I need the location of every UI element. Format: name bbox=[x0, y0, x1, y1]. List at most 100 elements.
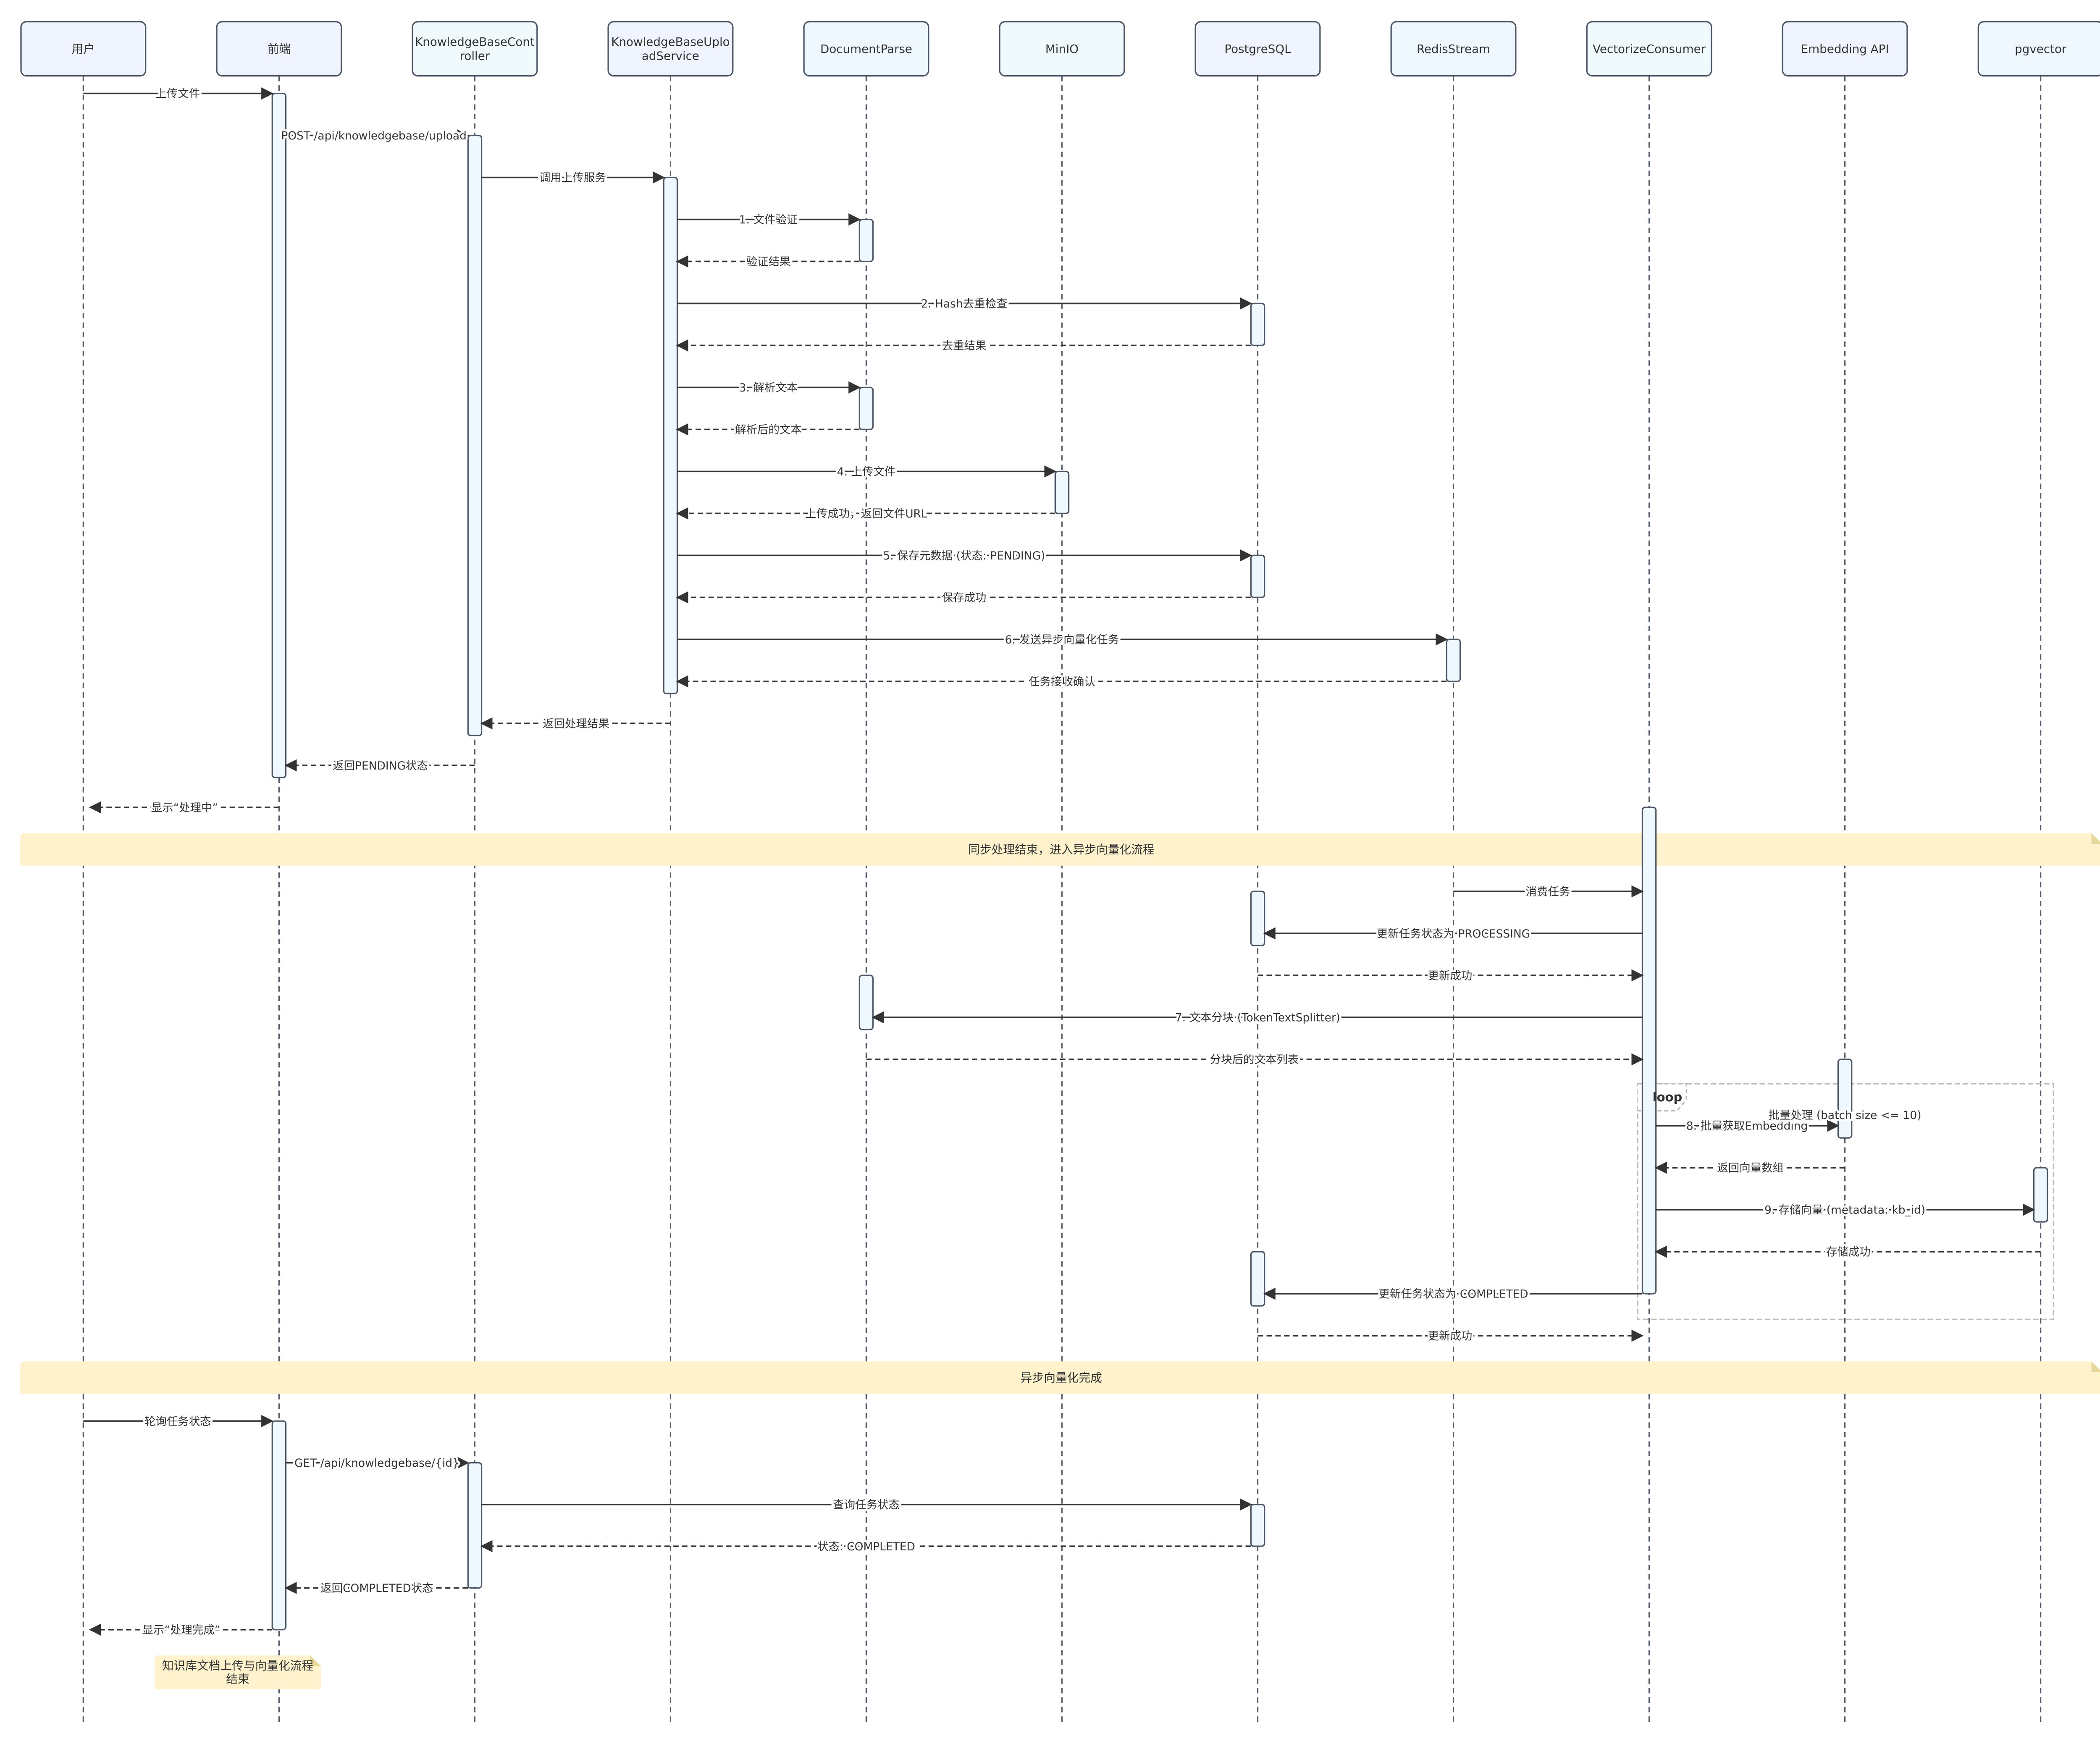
message-label: 2. Hash去重检查 bbox=[921, 297, 1007, 310]
message-5[interactable]: 2. Hash去重检查 bbox=[677, 295, 1252, 313]
message-label: 6. 发送异步向量化任务 bbox=[1005, 633, 1119, 646]
message-3[interactable]: 1. 文件验证 bbox=[677, 211, 861, 229]
message-25[interactable]: 9. 存储向量 (metadata: kb_id) bbox=[1656, 1202, 2035, 1219]
activation-bar bbox=[1250, 554, 1265, 598]
message-label: 调用上传服务 bbox=[539, 171, 606, 184]
participant-box bbox=[607, 21, 734, 77]
message-label: 3. 解析文本 bbox=[739, 381, 798, 394]
message-13[interactable]: 6. 发送异步向量化任务 bbox=[677, 631, 1448, 649]
message-14[interactable]: 任务接收确认 bbox=[676, 673, 1447, 691]
message-0[interactable]: 上传文件 bbox=[83, 85, 274, 102]
message-label: 更新成功 bbox=[1428, 1330, 1473, 1343]
participant-vectorize-consumer[interactable]: VectorizeConsumer bbox=[1586, 21, 1712, 77]
message-19[interactable]: 更新任务状态为 PROCESSING bbox=[1263, 925, 1643, 943]
message-28[interactable]: 更新成功 bbox=[1257, 1328, 1644, 1345]
participant-label: DocumentParse bbox=[820, 42, 912, 56]
message-label: 查询任务状态 bbox=[833, 1498, 900, 1511]
message-label: 返回PENDING状态 bbox=[333, 759, 428, 772]
message-34[interactable]: 显示“处理完成” bbox=[89, 1622, 273, 1639]
participant-label: PostgreSQL bbox=[1224, 42, 1291, 56]
message-10[interactable]: 上传成功，返回文件URL bbox=[676, 505, 1055, 523]
message-9[interactable]: 4. 上传文件 bbox=[677, 463, 1057, 481]
message-label: 返回向量数组 bbox=[1717, 1162, 1784, 1175]
message-33[interactable]: 返回COMPLETED状态 bbox=[284, 1580, 468, 1597]
participant-label: KnowledgeBaseUplo bbox=[611, 35, 730, 49]
activation-bar bbox=[467, 1462, 483, 1589]
message-label: 返回COMPLETED状态 bbox=[320, 1582, 433, 1595]
participant-frontend[interactable]: 前端 bbox=[216, 21, 342, 77]
participant-embedding-api[interactable]: Embedding API bbox=[1782, 21, 1908, 77]
note-fold-icon bbox=[2091, 833, 2100, 844]
activation-bar bbox=[1641, 806, 1657, 1295]
message-24[interactable]: 返回向量数组 bbox=[1654, 1160, 1845, 1177]
note-box bbox=[20, 833, 2100, 866]
message-label: GET /api/knowledgebase/{id} bbox=[294, 1457, 459, 1470]
message-12[interactable]: 保存成功 bbox=[676, 589, 1251, 607]
activation-bar bbox=[467, 134, 483, 736]
message-label: 5. 保存元数据 (状态: PENDING) bbox=[883, 549, 1045, 562]
message-20[interactable]: 更新成功 bbox=[1257, 967, 1644, 985]
participant-minio[interactable]: MinIO bbox=[999, 21, 1125, 77]
message-1[interactable]: POST /api/knowledgebase/upload bbox=[279, 127, 470, 144]
message-label: 轮询任务状态 bbox=[144, 1415, 211, 1428]
message-21[interactable]: 7. 文本分块 (TokenTextSplitter) bbox=[872, 1009, 1643, 1027]
message-label: 8. 批量获取Embedding bbox=[1686, 1120, 1808, 1133]
message-label: 解析后的文本 bbox=[735, 423, 802, 436]
message-6[interactable]: 去重结果 bbox=[676, 337, 1251, 355]
message-18[interactable]: 消费任务 bbox=[1453, 883, 1644, 901]
participant-postgresql[interactable]: PostgreSQL bbox=[1194, 21, 1321, 77]
message-29[interactable]: 轮询任务状态 bbox=[83, 1413, 274, 1430]
message-label: 7. 文本分块 (TokenTextSplitter) bbox=[1175, 1011, 1340, 1024]
message-31[interactable]: 查询任务状态 bbox=[481, 1497, 1252, 1513]
message-label: 更新任务状态为 COMPLETED bbox=[1378, 1288, 1528, 1301]
note-text: 知识库文档上传与向量化流程 bbox=[162, 1659, 313, 1673]
message-label: 保存成功 bbox=[942, 591, 987, 604]
message-4[interactable]: 验证结果 bbox=[676, 253, 860, 271]
message-label: 更新任务状态为 PROCESSING bbox=[1377, 927, 1530, 940]
activation-bar bbox=[2033, 1167, 2048, 1223]
participant-box bbox=[1586, 21, 1712, 77]
participant-pgvector[interactable]: pgvector bbox=[1977, 21, 2100, 77]
message-26[interactable]: 存储成功 bbox=[1654, 1244, 2041, 1261]
message-27[interactable]: 更新任务状态为 COMPLETED bbox=[1263, 1286, 1643, 1303]
activation-bar bbox=[271, 92, 287, 778]
message-11[interactable]: 5. 保存元数据 (状态: PENDING) bbox=[677, 547, 1252, 565]
message-7[interactable]: 3. 解析文本 bbox=[677, 379, 861, 397]
note-1: 异步向量化完成 bbox=[20, 1361, 2100, 1394]
message-16[interactable]: 返回PENDING状态 bbox=[284, 757, 475, 775]
participant-document-parse[interactable]: DocumentParse bbox=[803, 21, 929, 77]
message-label: POST /api/knowledgebase/upload bbox=[281, 129, 466, 142]
note-box bbox=[20, 1361, 2100, 1394]
message-2[interactable]: 调用上传服务 bbox=[481, 169, 665, 186]
message-label: 存储成功 bbox=[1826, 1246, 1871, 1259]
participant-label: KnowledgeBaseCont bbox=[415, 35, 535, 49]
participant-box bbox=[1977, 21, 2100, 77]
participant-box bbox=[1782, 21, 1908, 77]
participant-redis-stream[interactable]: RedisStream bbox=[1390, 21, 1517, 77]
message-32[interactable]: 状态: COMPLETED bbox=[480, 1538, 1251, 1555]
message-label: 消费任务 bbox=[1526, 885, 1570, 898]
message-label: 1. 文件验证 bbox=[739, 213, 798, 226]
activation-bar bbox=[858, 386, 874, 430]
message-15[interactable]: 返回处理结果 bbox=[480, 715, 671, 733]
message-label: 上传成功，返回文件URL bbox=[805, 507, 927, 520]
participant-label: Embedding API bbox=[1801, 42, 1889, 56]
message-8[interactable]: 解析后的文本 bbox=[676, 421, 860, 439]
message-label: 显示“处理完成” bbox=[142, 1623, 220, 1636]
message-17[interactable]: 显示“处理中” bbox=[89, 799, 279, 817]
message-23[interactable]: 8. 批量获取Embedding bbox=[1656, 1118, 1840, 1135]
participant-box bbox=[1194, 21, 1321, 77]
note-text: 异步向量化完成 bbox=[1021, 1371, 1102, 1385]
loop-condition: 批量处理 (batch size <= 10) bbox=[1769, 1109, 1922, 1122]
message-22[interactable]: 分块后的文本列表 bbox=[866, 1051, 1644, 1069]
message-30[interactable]: GET /api/knowledgebase/{id} bbox=[286, 1455, 470, 1472]
message-label: 更新成功 bbox=[1428, 969, 1473, 982]
activation-bar bbox=[858, 218, 874, 263]
activation-bar bbox=[1250, 1251, 1265, 1307]
message-label: 返回处理结果 bbox=[543, 717, 609, 730]
participant-user[interactable]: 用户 bbox=[20, 21, 147, 77]
activation-bar bbox=[1446, 638, 1461, 682]
